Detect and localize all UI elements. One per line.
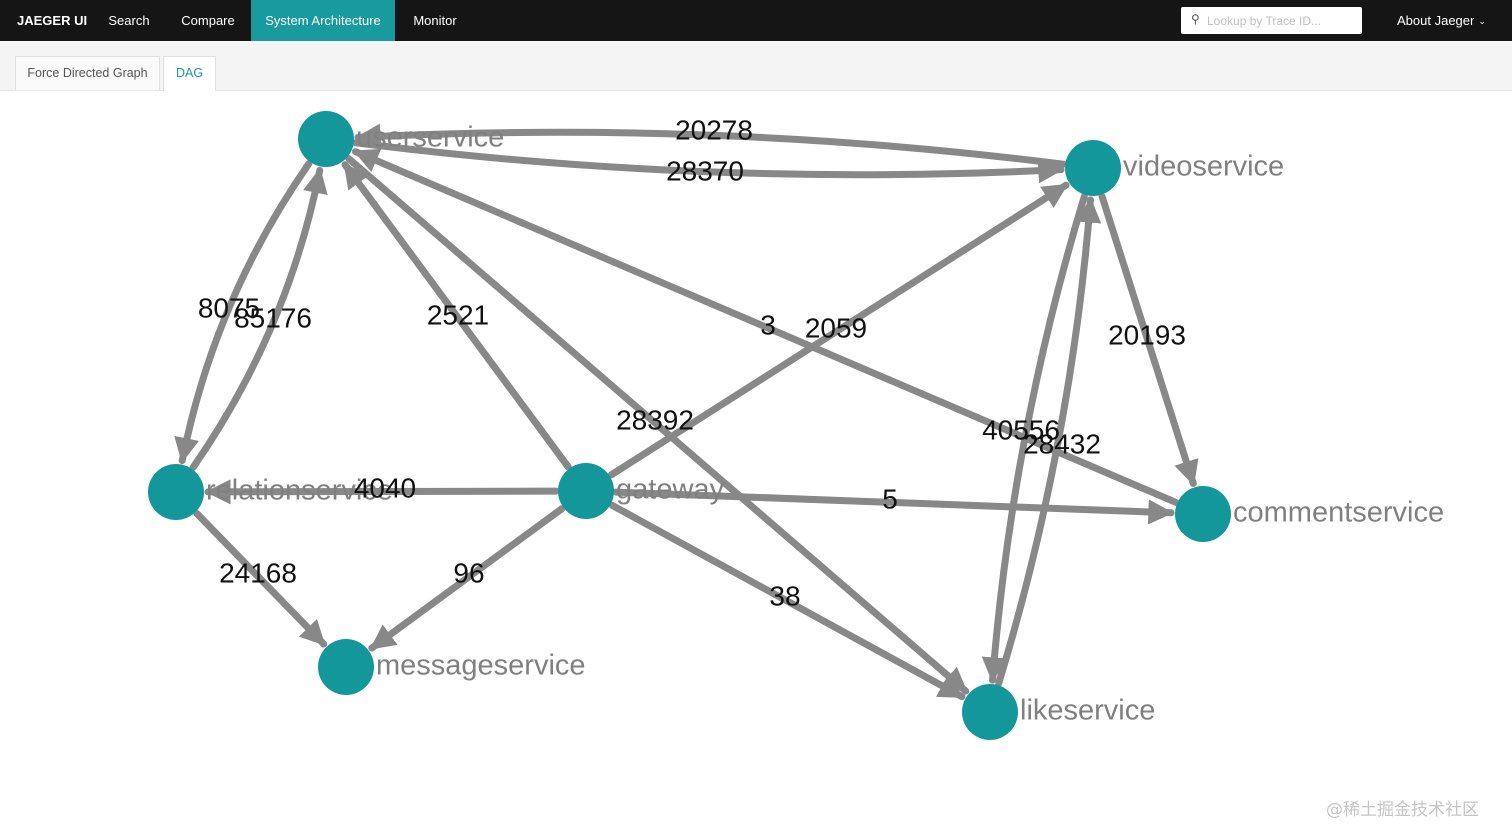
edge-label-gateway-to-userservice: 2521 bbox=[427, 299, 489, 330]
view-tabs: Force Directed Graph DAG bbox=[0, 41, 1512, 91]
node-messageservice[interactable]: messageservice bbox=[318, 639, 586, 695]
edge-label-gateway-to-messageservice: 96 bbox=[453, 557, 484, 588]
edge-gateway-to-relationservice[interactable] bbox=[204, 479, 560, 505]
edge-label-userservice-to-relationservice: 85176 bbox=[234, 302, 312, 333]
node-label-relationservice: relationservice bbox=[206, 475, 393, 507]
node-label-gateway: gateway bbox=[616, 474, 725, 506]
edge-userservice-to-videoservice[interactable] bbox=[352, 139, 1065, 184]
nodes-layer: userservice videoservice relationservice ga… bbox=[148, 111, 1444, 740]
edge-gateway-to-videoservice[interactable] bbox=[607, 181, 1070, 479]
node-label-messageservice: messageservice bbox=[376, 650, 586, 682]
top-navbar: JAEGER UI Search Compare System Architec… bbox=[0, 0, 1512, 41]
edge-label-gateway-to-likeservice: 38 bbox=[769, 580, 800, 611]
tab-dag[interactable]: DAG bbox=[163, 56, 216, 91]
edge-likeservice-to-videoservice[interactable] bbox=[995, 196, 1102, 687]
brand-logo[interactable]: JAEGER UI bbox=[17, 13, 88, 28]
node-circle-commentservice[interactable] bbox=[1175, 486, 1231, 542]
nav-system-architecture[interactable]: System Architecture bbox=[251, 0, 395, 41]
trace-id-search[interactable]: ⚲ bbox=[1181, 7, 1362, 34]
nav-monitor[interactable]: Monitor bbox=[413, 13, 457, 28]
node-circle-videoservice[interactable] bbox=[1065, 140, 1121, 196]
nav-search[interactable]: Search bbox=[108, 13, 150, 28]
edge-label-gateway-to-videoservice: 2059 bbox=[805, 312, 867, 343]
node-videoservice[interactable]: videoservice bbox=[1065, 140, 1284, 196]
node-circle-relationservice[interactable] bbox=[148, 464, 204, 520]
edges-layer bbox=[174, 123, 1199, 701]
chevron-down-icon: ⌄ bbox=[1478, 16, 1486, 26]
edge-label-userservice-to-videoservice: 28370 bbox=[666, 155, 744, 186]
magnifier-icon: ⚲ bbox=[1191, 12, 1200, 26]
edge-gateway-to-userservice[interactable] bbox=[341, 161, 572, 471]
about-jaeger-label: About Jaeger bbox=[1397, 13, 1475, 28]
node-label-likeservice: likeservice bbox=[1020, 695, 1155, 727]
edge-videoservice-to-commentservice[interactable] bbox=[1098, 193, 1199, 488]
watermark: @稀土掘金技术社区 bbox=[1326, 800, 1479, 820]
edge-userservice-to-relationservice[interactable] bbox=[174, 160, 313, 465]
edge-label-likeservice-to-videoservice: 28432 bbox=[1023, 428, 1101, 459]
node-commentservice[interactable]: commentservice bbox=[1175, 486, 1444, 542]
edge-gateway-to-messageservice[interactable] bbox=[368, 505, 566, 652]
edge-userservice-to-likeservice[interactable] bbox=[345, 155, 970, 695]
nav-compare[interactable]: Compare bbox=[181, 13, 235, 28]
edge-label-gateway-to-commentservice: 5 bbox=[882, 483, 898, 514]
node-circle-likeservice[interactable] bbox=[962, 684, 1018, 740]
node-gateway[interactable]: gateway bbox=[558, 463, 725, 519]
edge-relationservice-to-messageservice[interactable] bbox=[193, 510, 328, 648]
edge-label-userservice-to-likeservice: 28392 bbox=[616, 404, 694, 435]
trace-id-input[interactable] bbox=[1207, 11, 1355, 30]
node-relationservice[interactable]: relationservice bbox=[148, 464, 393, 520]
edge-label-gateway-to-relationservice: 4040 bbox=[354, 472, 416, 503]
edge-label-relationservice-to-userservice: 8075 bbox=[198, 292, 260, 323]
edge-label-videoservice-to-likeservice: 40556 bbox=[982, 414, 1060, 445]
node-circle-messageservice[interactable] bbox=[318, 639, 374, 695]
edge-videoservice-to-userservice[interactable] bbox=[354, 123, 1067, 168]
edge-relationservice-to-userservice[interactable] bbox=[189, 166, 328, 471]
node-circle-userservice[interactable] bbox=[298, 111, 354, 167]
node-userservice[interactable]: userservice bbox=[298, 111, 504, 167]
node-label-videoservice: videoservice bbox=[1123, 151, 1284, 183]
node-circle-gateway[interactable] bbox=[558, 463, 614, 519]
edge-videoservice-to-likeservice[interactable] bbox=[981, 193, 1088, 684]
edge-label-relationservice-to-messageservice: 24168 bbox=[219, 557, 297, 588]
node-label-userservice: userservice bbox=[356, 122, 504, 154]
node-label-commentservice: commentservice bbox=[1233, 497, 1444, 529]
edge-label-videoservice-to-userservice: 20278 bbox=[675, 114, 753, 145]
edge-label-commentservice-to-userservice: 3 bbox=[760, 309, 776, 340]
tab-force-directed-graph[interactable]: Force Directed Graph bbox=[15, 56, 160, 90]
node-likeservice[interactable]: likeservice bbox=[962, 684, 1155, 740]
edge-gateway-to-likeservice[interactable] bbox=[608, 501, 966, 701]
edge-label-videoservice-to-commentservice: 20193 bbox=[1108, 319, 1186, 350]
edge-gateway-to-commentservice[interactable] bbox=[612, 488, 1175, 525]
about-jaeger-menu[interactable]: About Jaeger⌄ bbox=[1397, 0, 1486, 41]
